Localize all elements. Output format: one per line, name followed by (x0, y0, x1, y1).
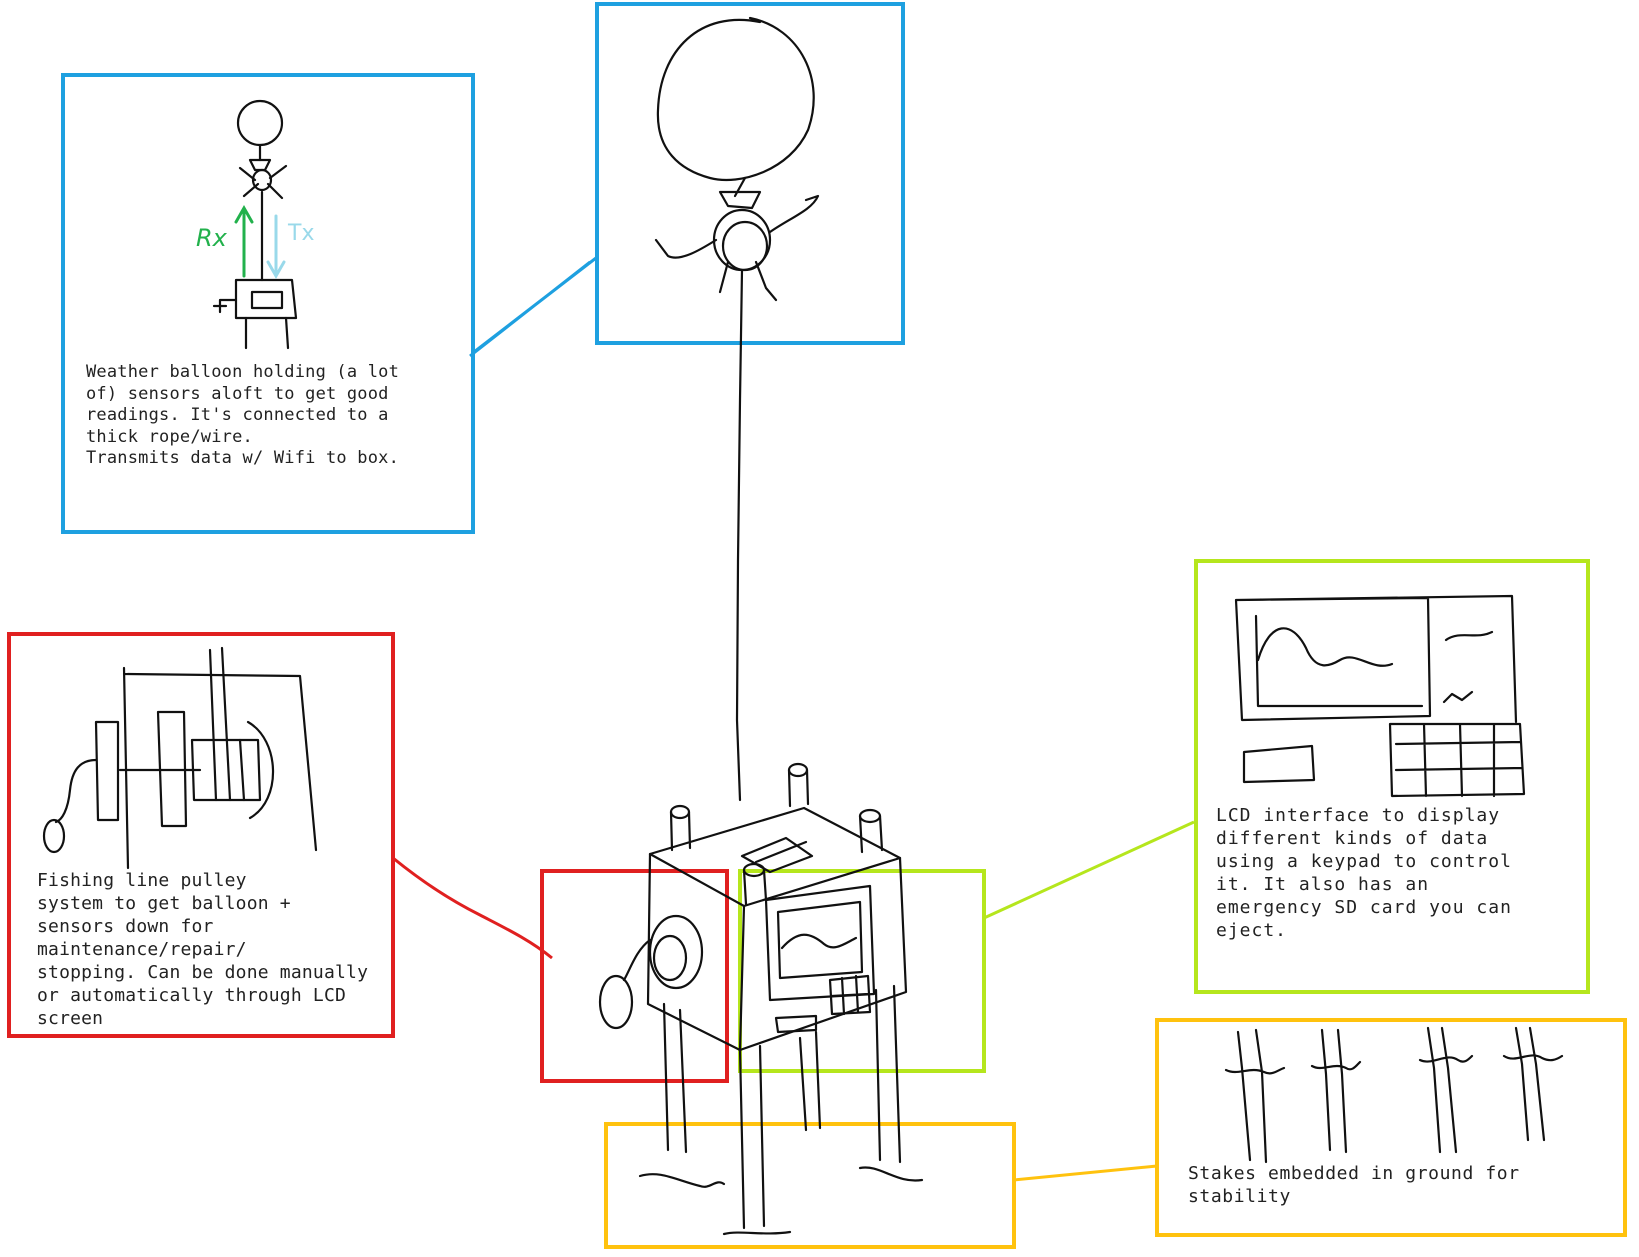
stakes-detail-box (604, 1122, 1016, 1249)
lcd-callout-box (1194, 559, 1590, 994)
stakes-connector-line (1013, 1164, 1158, 1182)
lcd-detail-sketch (1234, 594, 1526, 798)
weather-station-box-sketch (638, 762, 924, 1236)
balloon-group: Rx Tx (61, 2, 905, 802)
pulley-callout-box (7, 632, 395, 1038)
balloon-connector-line (469, 256, 597, 358)
pulley-detail-sketch (42, 646, 318, 870)
lcd-detail-box (738, 869, 986, 1073)
balloon-annotation: Weather balloon holding (a lot of) senso… (86, 362, 400, 468)
big-balloon-sketch (654, 16, 820, 302)
tx-arrow (266, 214, 286, 280)
rx-label: Rx (196, 224, 228, 252)
lcd-annotation: LCD interface to display different kinds… (1216, 805, 1512, 941)
tx-label: Tx (287, 221, 314, 246)
stakes-group (604, 1018, 1627, 1249)
pulley-connector-line (392, 856, 553, 960)
pulley-group (7, 632, 729, 1083)
balloon-callout-box (61, 73, 475, 534)
pulley-annotation: Fishing line pulley system to get balloo… (37, 870, 369, 1029)
box-lcd-sketch (764, 884, 876, 1034)
pulley-wheel-sketch (598, 914, 704, 1030)
pulley-detail-box (540, 869, 729, 1083)
stakes-callout-box (1155, 1018, 1627, 1237)
stakes-annotation: Stakes embedded in ground for stability (1188, 1163, 1520, 1207)
rx-arrow (234, 204, 254, 278)
lcd-group (738, 559, 1590, 1073)
balloon-detail-box (595, 2, 905, 345)
lcd-connector-line (983, 820, 1195, 920)
tether-wire (735, 268, 744, 802)
mini-balloon-sketch (212, 99, 298, 350)
stakes-detail-sketch (1224, 1026, 1564, 1164)
